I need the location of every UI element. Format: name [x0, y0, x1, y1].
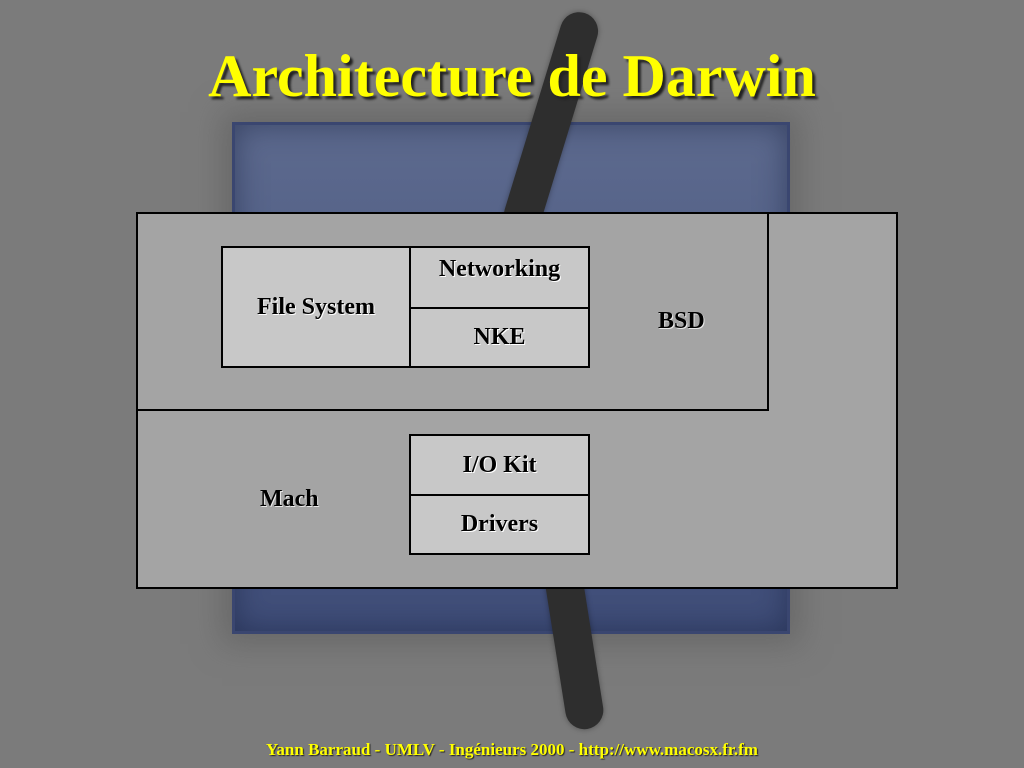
file-system-label: File System [257, 293, 375, 320]
file-system-box: File System [221, 246, 411, 368]
drivers-label: Drivers [460, 511, 539, 537]
bsd-layer-label: BSD [658, 308, 705, 334]
io-kit-box: I/O Kit [409, 434, 590, 496]
nke-label: NKE [473, 324, 526, 350]
drivers-box: Drivers [409, 494, 590, 555]
io-kit-label: I/O Kit [462, 451, 537, 478]
networking-label: Networking [438, 256, 561, 282]
networking-box: Networking [409, 246, 590, 309]
slide-title: Architecture de Darwin [208, 43, 816, 109]
slide-footer: Yann Barraud - UMLV - Ingénieurs 2000 - … [266, 740, 758, 759]
nke-box: NKE [409, 307, 590, 368]
mach-layer-label: Mach [260, 486, 319, 512]
